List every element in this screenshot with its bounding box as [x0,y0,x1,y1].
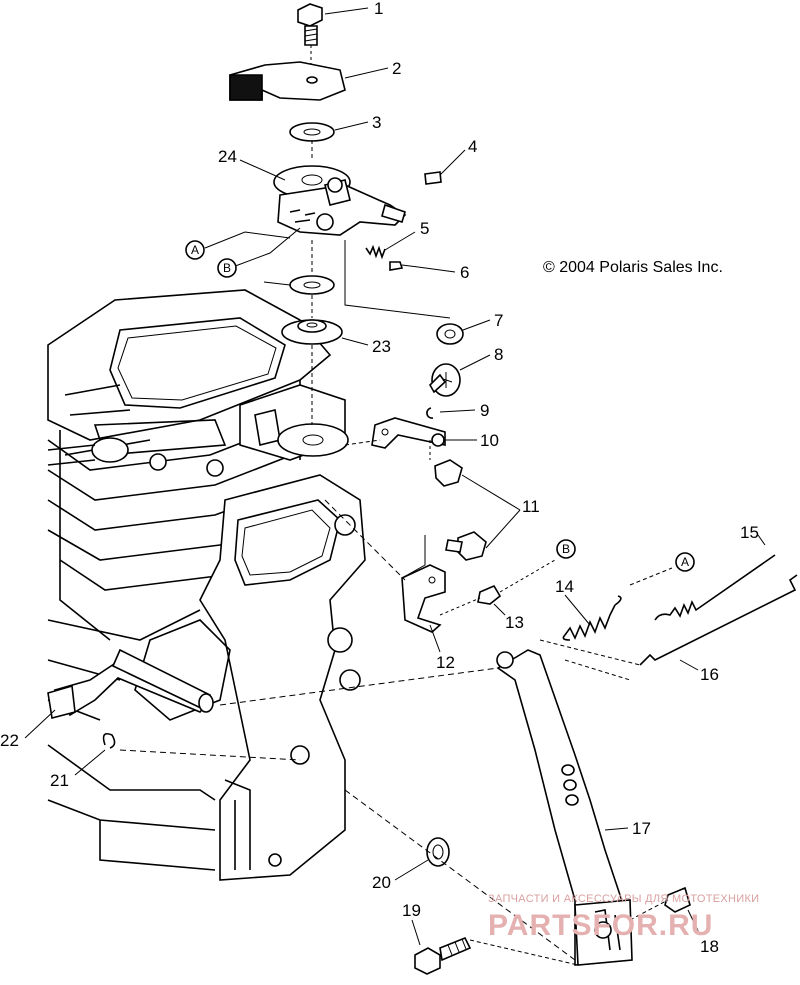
callout-5: 5 [420,219,429,238]
callout-6: 6 [460,263,469,282]
watermark-logo: PARTSFOR.RU [488,909,713,942]
washer-7 [436,323,464,345]
spring-14 [564,604,616,640]
callout-17: 17 [632,819,651,838]
engine-block [47,289,366,881]
callout-22: 22 [0,731,19,750]
screw-4 [424,171,442,185]
ref-label-a-bottom: A [681,555,689,569]
ref-circle-a-top [185,240,205,260]
rod-16 [639,574,798,666]
washer-3-bottom [289,275,335,295]
plate-2 [229,61,346,101]
callout-23: 23 [372,337,391,356]
ref-label-a-top: A [191,243,199,257]
bolts-11 [434,459,521,561]
callout-19: 19 [402,901,421,920]
bolt-19 [414,936,472,975]
nut-18 [664,886,691,913]
ref-circle-b-bottom [556,539,576,559]
screw-8 [429,363,461,397]
callout-21: 21 [50,771,69,790]
callout-4: 4 [468,137,477,156]
watermark-tagline: ЗАПЧАСТИ И АКСЕССУАРЫ ДЛЯ МОТОТЕХНИКИ [488,893,759,905]
callout-numbers: 1 2 3 4 5 6 7 8 9 10 11 12 13 14 15 16 1… [0,0,759,956]
ref-circle-a-bottom [675,552,695,572]
kick-lever-22 [47,648,214,719]
callout-24: 24 [218,147,237,166]
ref-label-b-bottom: B [562,542,570,556]
callout-14: 14 [555,577,574,596]
disc-23 [281,319,343,345]
callout-leaders [24,7,766,946]
washer-20 [426,837,450,867]
clip-9 [426,407,434,419]
reference-markers: A B B A [185,240,695,572]
callout-8: 8 [494,345,503,364]
callout-13: 13 [505,613,524,632]
callout-20: 20 [372,873,391,892]
callout-10: 10 [480,431,499,450]
clip-21 [102,732,116,749]
bracket-10 [371,417,446,449]
callout-9: 9 [480,401,489,420]
washer-3-top [289,122,335,142]
callout-2: 2 [392,59,401,78]
spring-5 [365,244,386,260]
screw-6 [389,261,404,271]
watermark: ЗАПЧАСТИ И АКСЕССУАРЫ ДЛЯ МОТОТЕХНИКИ PA… [488,893,759,942]
lever-17 [496,649,633,966]
callout-15: 15 [740,523,759,542]
spring-15 [654,554,776,621]
bracket-12 [401,564,446,633]
ref-label-b-top: B [223,261,231,275]
nut-13 [477,584,502,605]
ref-circle-b-top [217,258,237,278]
callout-3: 3 [372,113,381,132]
callout-18: 18 [700,937,719,956]
bracket-24 [273,165,407,236]
callout-7: 7 [494,311,503,330]
callout-12: 12 [436,653,455,672]
callout-11: 11 [522,497,540,516]
callout-1: 1 [374,0,383,18]
copyright-text: © 2004 Polaris Sales Inc. [543,259,723,276]
callout-16: 16 [700,665,719,684]
